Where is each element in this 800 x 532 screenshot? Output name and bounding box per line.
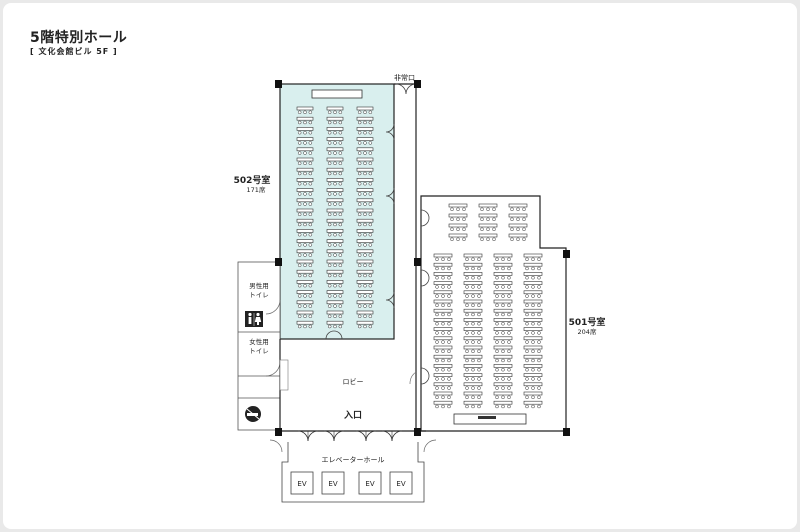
room-501-seats-label: 204席	[578, 327, 597, 336]
no-smoking-icon	[245, 406, 261, 422]
elevator-2: EV	[321, 471, 345, 495]
elevator-2-label: EV	[328, 480, 337, 488]
lobby-label: ロビー	[343, 377, 364, 386]
mens-restroom-label-1: 男性用	[249, 281, 269, 290]
room-502-doors	[325, 123, 395, 340]
entrance-doors	[297, 430, 403, 442]
womens-restroom-label-1: 女性用	[249, 337, 269, 346]
elevator-4: EV	[389, 471, 413, 495]
emergency-exit-door	[395, 83, 417, 95]
page-title: 5階特別ホール	[30, 30, 128, 46]
room-502-seats	[296, 106, 374, 329]
restroom-block	[237, 261, 281, 431]
room-502-seats-label: 171席	[247, 185, 266, 194]
mens-restroom-label-2: トイレ	[249, 291, 269, 299]
pillars	[275, 80, 570, 436]
elevator-1: EV	[290, 471, 314, 495]
elevator-3: EV	[358, 471, 382, 495]
elevator-1-label: EV	[297, 480, 306, 488]
restroom-icon	[245, 311, 263, 327]
room-502-name: 502号室	[234, 174, 271, 186]
page-subtitle: [ 文化会館ビル 5F ]	[30, 47, 118, 56]
womens-restroom-label-2: トイレ	[249, 347, 269, 355]
elevator-4-label: EV	[396, 480, 405, 488]
room-501-doors	[420, 209, 430, 385]
room-502-stage	[311, 89, 363, 99]
room-501-name: 501号室	[569, 316, 606, 328]
elevator-hall-label: エレベーターホール	[322, 455, 385, 464]
elevator-hall-walls	[281, 442, 425, 503]
entrance-label: 入口	[343, 410, 362, 421]
emergency-exit-label: 非常口	[394, 73, 415, 82]
elevator-3-label: EV	[365, 480, 374, 488]
page-card	[3, 3, 797, 529]
room-501-seats	[433, 203, 543, 409]
